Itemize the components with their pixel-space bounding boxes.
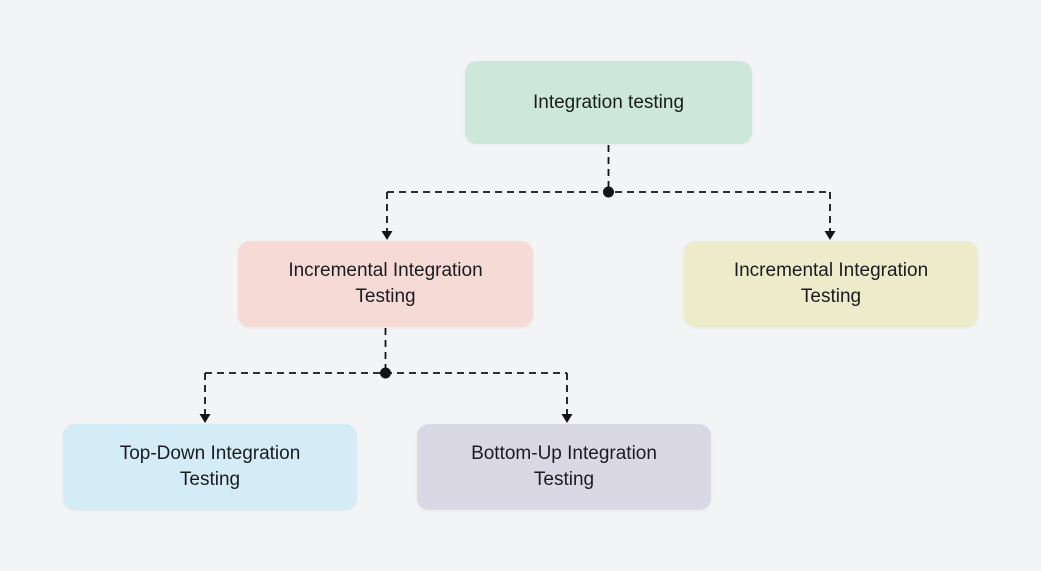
node-label: Bottom-Up Integration Testing [471, 443, 657, 490]
node-top-down-integration-testing: Top-Down Integration Testing [63, 424, 357, 510]
node-label: Top-Down Integration Testing [119, 443, 301, 490]
junction-dot-1 [603, 186, 614, 198]
arrowhead-left-child-icon [381, 231, 393, 240]
node-label: Incremental Integration Testing [733, 260, 929, 307]
arrowhead-right-child-icon [824, 231, 836, 240]
node-bottom-up-integration-testing: Bottom-Up Integration Testing [417, 424, 711, 510]
node-integration-testing: Integration testing [465, 61, 752, 144]
node-incremental-integration-testing-right: Incremental Integration Testing [684, 241, 978, 327]
arrowhead-right-grand-icon [561, 414, 573, 423]
node-label: Incremental Integration Testing [288, 260, 483, 307]
junction-dot-2 [380, 367, 391, 379]
node-label: Integration testing [532, 91, 685, 113]
node-incremental-integration-testing-left: Incremental Integration Testing [238, 241, 533, 327]
arrowhead-left-grand-icon [199, 414, 211, 423]
